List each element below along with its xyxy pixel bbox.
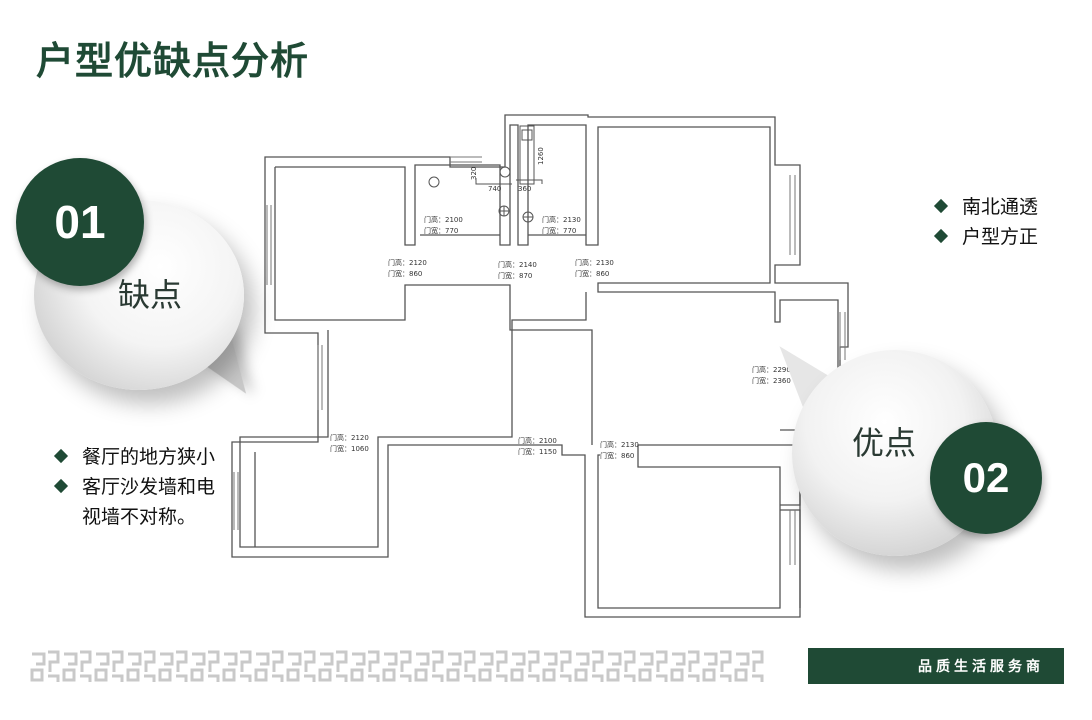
list-item-text: 餐厅的地方狭小 [82, 446, 216, 468]
pattern-tile [222, 650, 252, 682]
door-label-height: 门高：2130 [575, 258, 614, 267]
cons-number-badge: 01 [16, 158, 144, 286]
pattern-tile [318, 650, 348, 682]
pattern-tile [542, 650, 572, 682]
door-label-height: 门高：2140 [498, 260, 537, 269]
pattern-tile [606, 650, 636, 682]
pattern-tile [670, 650, 700, 682]
pattern-tile [126, 650, 156, 682]
pattern-tile [158, 650, 188, 682]
floorplan-window [789, 175, 796, 255]
pattern-tile [254, 650, 284, 682]
pattern-tile [94, 650, 124, 682]
dimension-label: 740 [488, 185, 501, 193]
pattern-tile [30, 650, 60, 682]
diamond-bullet-icon [933, 228, 949, 244]
cons-list: 餐厅的地方狭小 客厅沙发墙和电视墙不对称。 [50, 442, 220, 532]
door-label-width: 门宽：860 [575, 269, 609, 278]
pattern-tile [638, 650, 668, 682]
page-title: 户型优缺点分析 [36, 39, 310, 83]
footer-tagline-bar: 品质生活服务商 [808, 648, 1064, 684]
diamond-bullet-icon [53, 448, 69, 464]
floorplan-window [839, 312, 846, 360]
diamond-bullet-icon [53, 478, 69, 494]
door-label-width: 门宽：770 [542, 226, 576, 235]
list-item-text: 客厅沙发墙和电视墙不对称。 [82, 476, 216, 528]
pattern-tile [414, 650, 444, 682]
pattern-tile [62, 650, 92, 682]
list-item: 客厅沙发墙和电视墙不对称。 [50, 472, 220, 532]
pattern-tile [446, 650, 476, 682]
door-label-height: 门高：2120 [330, 433, 369, 442]
pattern-tile [350, 650, 380, 682]
pattern-tile [190, 650, 220, 682]
list-item-text: 南北通透 [962, 196, 1039, 218]
pros-label: 优点 [852, 424, 917, 462]
list-item-text: 户型方正 [962, 226, 1039, 248]
floorplan-window [233, 472, 239, 530]
list-item: 户型方正 [930, 222, 1038, 252]
door-label-width: 门宽：770 [424, 226, 458, 235]
door-label-width: 门宽：1150 [518, 447, 557, 456]
pattern-tile [510, 650, 540, 682]
dimension-label: 320 [470, 167, 478, 180]
pattern-tile [574, 650, 604, 682]
dimension-label: 1260 [537, 147, 545, 165]
pros-number-badge: 02 [930, 422, 1042, 534]
fixture-icon [499, 166, 511, 178]
door-label-width: 门宽：2360 [752, 376, 791, 385]
pattern-tile [382, 650, 412, 682]
fixture-icon [428, 176, 440, 188]
door-label-height: 门高：2120 [388, 258, 427, 267]
door-label-width: 门宽：860 [388, 269, 422, 278]
door-label-width: 门宽：1060 [330, 444, 369, 453]
pattern-tile [702, 650, 732, 682]
footer-tagline: 品质生活服务商 [918, 659, 1044, 675]
pros-list: 南北通透 户型方正 [930, 192, 1038, 252]
door-label-height: 门高：2100 [518, 436, 557, 445]
floorplan-inner-wall [275, 124, 839, 609]
dimension-label: 360 [518, 185, 531, 193]
list-item: 餐厅的地方狭小 [50, 442, 220, 472]
pattern-tile [286, 650, 316, 682]
pattern-tile [734, 650, 764, 682]
cons-label: 缺点 [118, 276, 183, 314]
door-label-width: 门宽：870 [498, 271, 532, 280]
door-label-height: 门高：2130 [542, 215, 581, 224]
door-label-height: 门高：2290 [752, 365, 791, 374]
door-label-height: 门高：2130 [600, 440, 639, 449]
pattern-tile [478, 650, 508, 682]
floorplan-window [317, 345, 323, 410]
door-label-width: 门宽：860 [600, 451, 634, 460]
floorplan-window [789, 510, 796, 565]
list-item: 南北通透 [930, 192, 1038, 222]
decorative-pattern [30, 650, 764, 682]
floorplan-window [450, 156, 482, 163]
floorplan-window [266, 205, 272, 285]
diamond-bullet-icon [933, 198, 949, 214]
door-label-height: 门高：2100 [424, 215, 463, 224]
